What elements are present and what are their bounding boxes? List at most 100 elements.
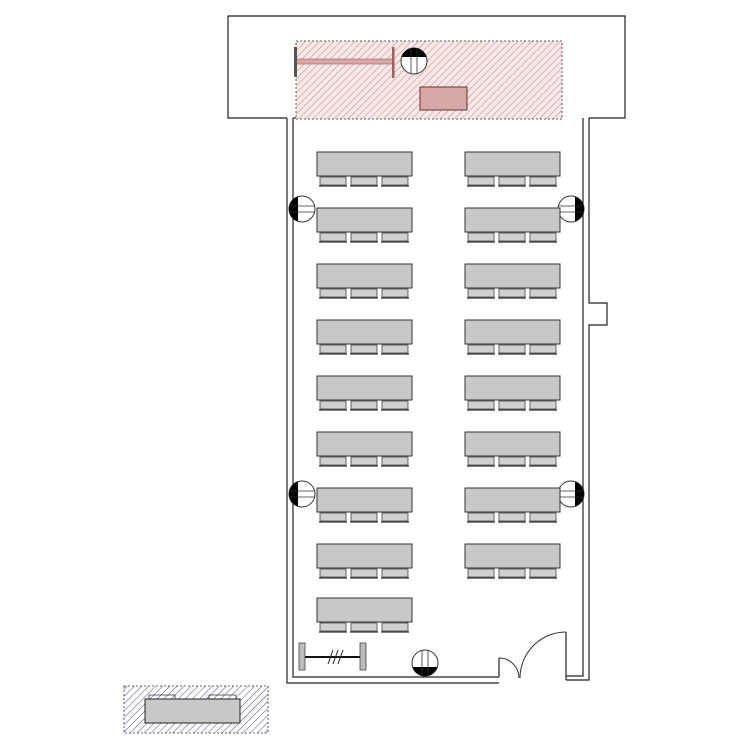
door-swing-arc xyxy=(519,631,567,679)
wall-outlet-icon xyxy=(557,480,585,508)
chair xyxy=(467,512,495,523)
desk-group xyxy=(464,375,561,411)
chair xyxy=(529,512,557,523)
chair xyxy=(381,344,409,355)
desk xyxy=(316,597,413,623)
inner-left-wall xyxy=(292,118,499,678)
door[interactable] xyxy=(498,631,567,679)
wall-outlet-icon xyxy=(288,195,316,223)
desk xyxy=(316,543,413,569)
wall-outlet-icon xyxy=(557,195,585,223)
chair xyxy=(529,344,557,355)
desk xyxy=(464,431,561,457)
desk xyxy=(464,487,561,513)
chair xyxy=(319,400,347,411)
door-swing-arc-small xyxy=(498,657,520,679)
desk-group xyxy=(464,319,561,355)
desk xyxy=(316,207,413,233)
chair xyxy=(350,622,378,633)
desk xyxy=(316,263,413,289)
whiteboard-end-left xyxy=(294,47,297,77)
chair xyxy=(350,176,378,187)
chair xyxy=(350,288,378,299)
chair xyxy=(350,456,378,467)
teacher-desk xyxy=(419,86,468,111)
desk xyxy=(316,487,413,513)
walls xyxy=(227,15,626,684)
chair xyxy=(381,512,409,523)
chair xyxy=(498,344,526,355)
desk-group xyxy=(316,151,413,187)
chair xyxy=(381,232,409,243)
desk-group xyxy=(316,263,413,299)
chair xyxy=(467,176,495,187)
chair xyxy=(498,568,526,579)
outer-right-wall xyxy=(566,118,608,681)
chair xyxy=(467,568,495,579)
desk xyxy=(464,207,561,233)
chair xyxy=(381,400,409,411)
desk-group xyxy=(464,431,561,467)
whiteboard xyxy=(295,58,394,65)
chair xyxy=(319,232,347,243)
whiteboard-end-right xyxy=(392,47,395,78)
desk xyxy=(464,263,561,289)
outside-storage-area xyxy=(123,685,269,734)
chair xyxy=(319,288,347,299)
desk xyxy=(464,543,561,569)
chair xyxy=(319,456,347,467)
chair xyxy=(529,176,557,187)
chair xyxy=(381,176,409,187)
chair xyxy=(529,456,557,467)
chair xyxy=(467,232,495,243)
chair xyxy=(319,344,347,355)
chair xyxy=(381,568,409,579)
chair xyxy=(498,400,526,411)
wall-outlet-icon xyxy=(288,480,316,508)
outer-left-wall xyxy=(286,118,499,684)
wall-outlet-icon xyxy=(400,47,428,75)
desk-group xyxy=(316,207,413,243)
desk-group xyxy=(464,207,561,243)
coat-rack xyxy=(298,642,367,671)
desk-group xyxy=(316,487,413,523)
desk xyxy=(316,319,413,345)
desk-group xyxy=(464,151,561,187)
desk xyxy=(316,375,413,401)
chair xyxy=(498,288,526,299)
chair xyxy=(319,512,347,523)
chair xyxy=(350,232,378,243)
desk-group xyxy=(316,375,413,411)
desk-group xyxy=(316,319,413,355)
desk xyxy=(316,431,413,457)
chair xyxy=(467,288,495,299)
chair xyxy=(498,176,526,187)
chair xyxy=(350,568,378,579)
desk-group xyxy=(464,543,561,579)
stage-area xyxy=(294,40,563,120)
desk xyxy=(464,151,561,177)
desk-group xyxy=(316,597,413,633)
chair xyxy=(529,568,557,579)
chair xyxy=(498,456,526,467)
chair xyxy=(467,400,495,411)
chair xyxy=(529,288,557,299)
desk-group xyxy=(316,543,413,579)
desk xyxy=(316,151,413,177)
chair xyxy=(350,344,378,355)
chair xyxy=(350,512,378,523)
chair xyxy=(529,232,557,243)
chair xyxy=(529,400,557,411)
chair xyxy=(319,622,347,633)
desk xyxy=(464,319,561,345)
chair xyxy=(381,622,409,633)
chair xyxy=(381,456,409,467)
chair xyxy=(319,568,347,579)
chair xyxy=(498,512,526,523)
chair xyxy=(319,176,347,187)
chair xyxy=(381,288,409,299)
desk-group xyxy=(316,431,413,467)
chair xyxy=(498,232,526,243)
desk-group xyxy=(464,263,561,299)
